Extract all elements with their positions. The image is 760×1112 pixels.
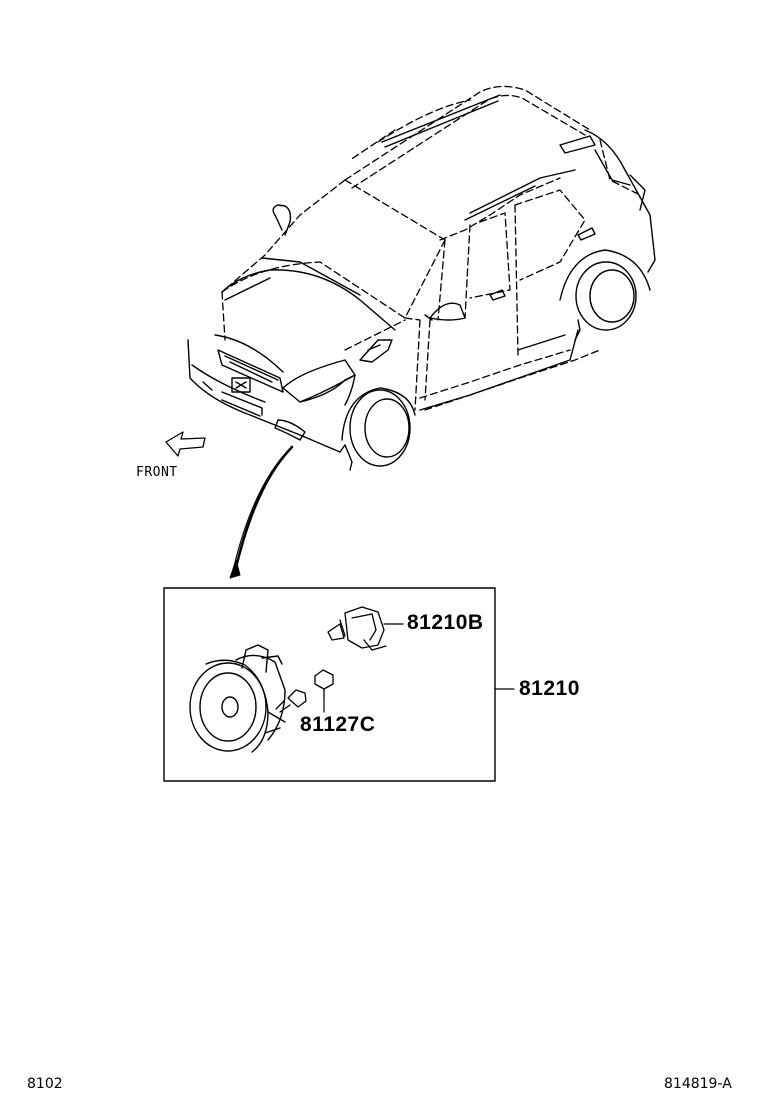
bulb-icon — [327, 606, 387, 651]
part-label-81210b[interactable]: 81210B — [407, 611, 484, 634]
leader-curve — [229, 445, 294, 579]
screw-icon — [275, 669, 334, 713]
part-label-81210[interactable]: 81210 — [519, 677, 580, 700]
detail-box — [163, 587, 496, 782]
vehicle-illustration — [187, 85, 656, 471]
footer-right-code: 814819-A — [664, 1076, 732, 1092]
front-label: FRONT — [136, 465, 178, 480]
fog-lamp-icon — [189, 644, 286, 753]
part-label-81127c[interactable]: 81127C — [300, 713, 376, 736]
footer-left-code: 8102 — [27, 1076, 63, 1092]
callout-lines — [323, 623, 515, 713]
front-direction-arrow — [165, 431, 206, 457]
